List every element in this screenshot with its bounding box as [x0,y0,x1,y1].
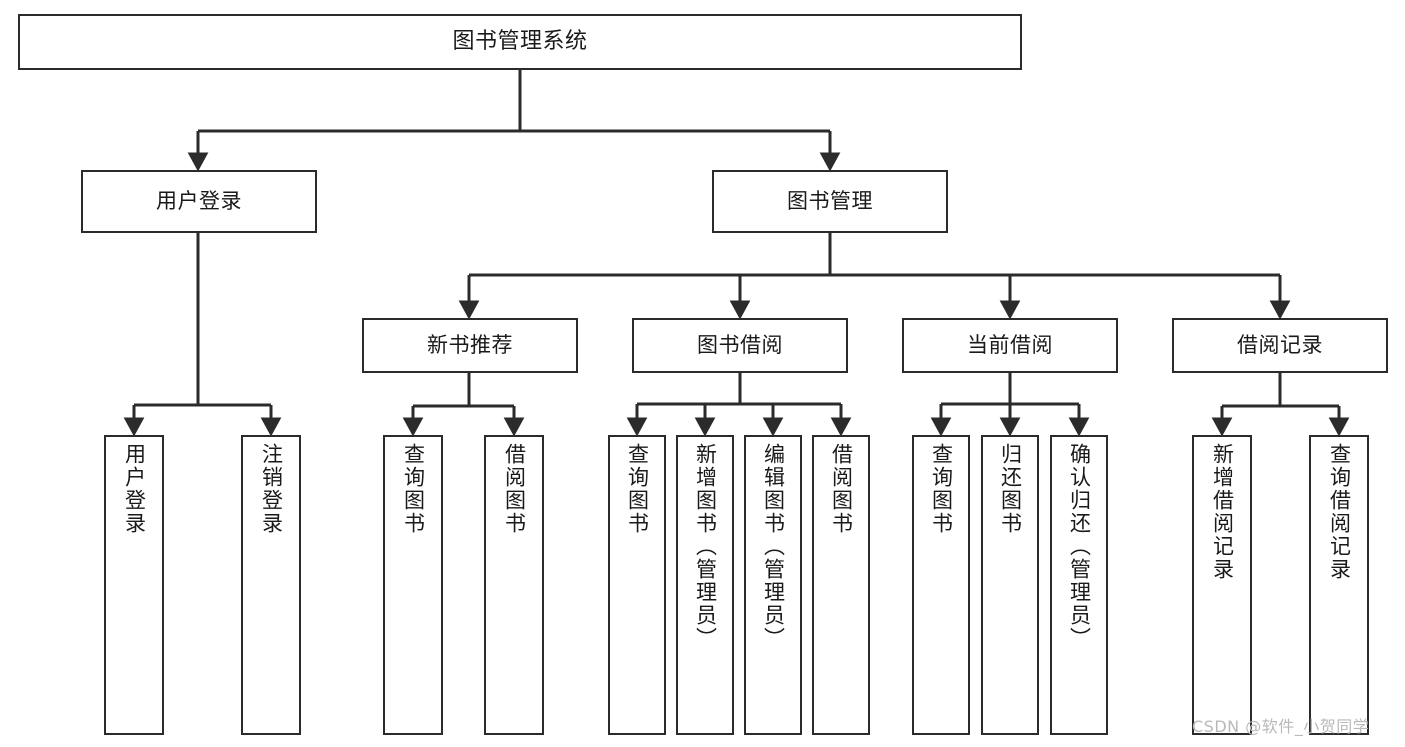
leaf-book-borrow-borrow[interactable]: 借阅图书 [812,435,870,735]
leaf-current-borrow-query[interactable]: 查询图书 [912,435,970,735]
leaf-new-book-query[interactable]: 查询图书 [383,435,443,735]
node-user-login[interactable]: 用户登录 [81,170,317,233]
leaf-book-borrow-query[interactable]: 查询图书 [608,435,666,735]
node-label: 查询图书 [929,443,954,535]
node-label: 新书推荐 [427,332,513,357]
node-label: 新增借阅记录 [1210,443,1235,581]
node-label: 当前借阅 [967,332,1053,357]
node-label: 借阅记录 [1237,332,1323,357]
node-label: 查询图书 [625,443,650,535]
node-label: 确认归还（管理员） [1067,443,1092,650]
leaf-user-login-logout[interactable]: 注销登录 [241,435,301,735]
watermark: CSDN @软件_小贺同学 [1192,717,1370,736]
leaf-current-borrow-confirm-return[interactable]: 确认归还（管理员） [1050,435,1108,735]
leaf-borrow-record-add[interactable]: 新增借阅记录 [1192,435,1252,735]
node-label: 图书管理系统 [452,29,588,55]
node-label: 查询图书 [401,443,426,535]
leaf-book-borrow-add[interactable]: 新增图书（管理员） [676,435,734,735]
node-root-system[interactable]: 图书管理系统 [18,14,1022,70]
node-label: 图书管理 [787,188,873,213]
leaf-new-book-borrow[interactable]: 借阅图书 [484,435,544,735]
node-label: 查询借阅记录 [1327,443,1352,581]
node-label: 注销登录 [259,443,284,535]
leaf-borrow-record-query[interactable]: 查询借阅记录 [1309,435,1369,735]
node-borrow-record[interactable]: 借阅记录 [1172,318,1388,373]
leaf-current-borrow-return[interactable]: 归还图书 [981,435,1039,735]
node-book-management[interactable]: 图书管理 [712,170,948,233]
node-label: 借阅图书 [829,443,854,535]
node-label: 借阅图书 [502,443,527,535]
node-label: 图书借阅 [697,332,783,357]
node-new-book-recommend[interactable]: 新书推荐 [362,318,578,373]
node-book-borrow[interactable]: 图书借阅 [632,318,848,373]
node-current-borrow[interactable]: 当前借阅 [902,318,1118,373]
node-label: 归还图书 [998,443,1023,535]
leaf-user-login-login[interactable]: 用户登录 [104,435,164,735]
node-label: 用户登录 [156,188,242,213]
node-label: 编辑图书（管理员） [761,443,786,650]
node-label: 新增图书（管理员） [693,443,718,650]
leaf-book-borrow-edit[interactable]: 编辑图书（管理员） [744,435,802,735]
node-label: 用户登录 [122,443,147,535]
